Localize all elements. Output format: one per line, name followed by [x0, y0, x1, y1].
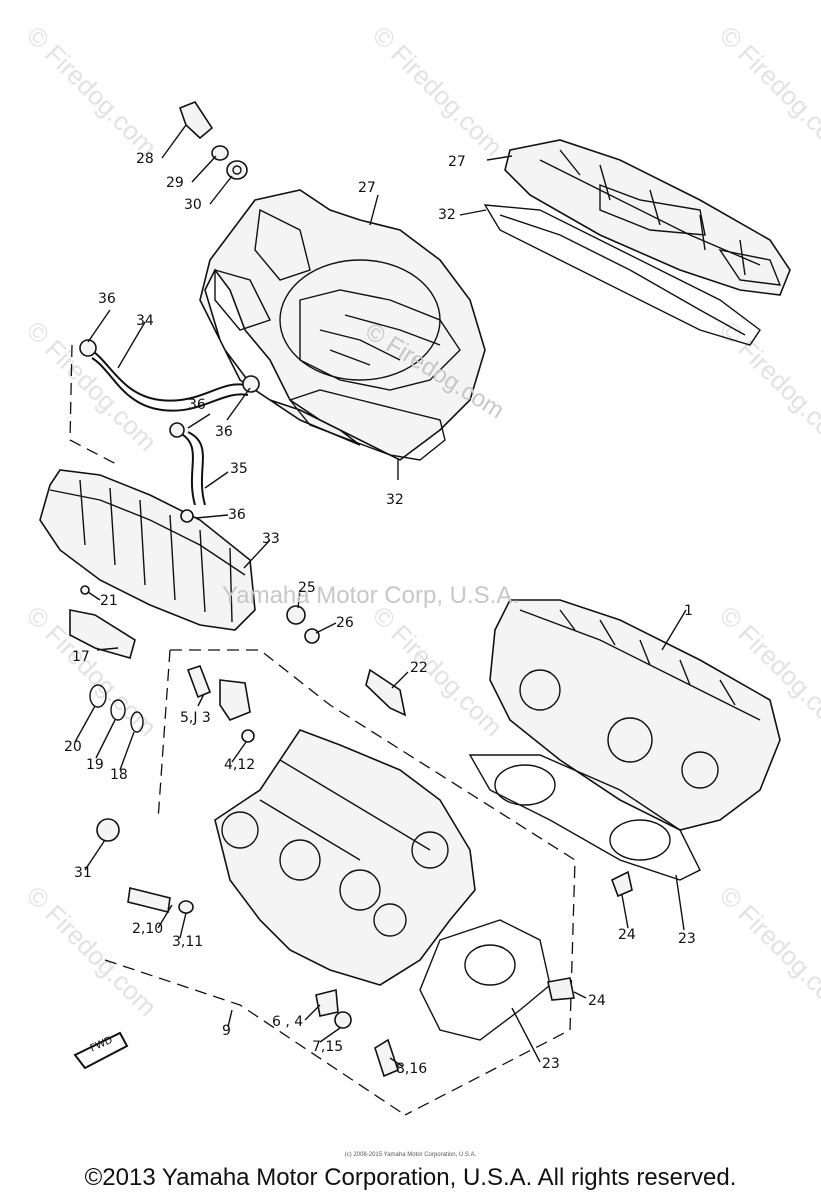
- callout-33: 33: [262, 531, 280, 547]
- callout-6-4: 6 , 4: [272, 1014, 304, 1030]
- hose-35: [177, 431, 196, 506]
- breather-box: [39, 469, 256, 631]
- gasket-center: [288, 389, 446, 461]
- callout-8-16: 8,16: [396, 1061, 428, 1077]
- head-gasket-right: [468, 754, 701, 881]
- callout-7-15: 7,15: [312, 1039, 344, 1055]
- callout-27-center: 27: [358, 180, 376, 196]
- small-parts-lower: [69, 585, 633, 1078]
- callout-19: 19: [86, 757, 104, 773]
- callout-18: 18: [110, 767, 128, 783]
- callout-24-lower: 24: [588, 993, 606, 1009]
- callout-23-right: 23: [678, 931, 696, 947]
- callout-34: 34: [136, 313, 154, 329]
- callout-3-11: 3,11: [172, 934, 204, 950]
- callout-32-center: 32: [386, 492, 404, 508]
- callout-27-right: 27: [448, 154, 466, 170]
- breather-outline: [69, 344, 119, 466]
- callout-36-a: 36: [98, 291, 116, 307]
- callout-35: 35: [230, 461, 248, 477]
- callout-31: 31: [74, 865, 92, 881]
- callout-20: 20: [64, 739, 82, 755]
- callout-26: 26: [336, 615, 354, 631]
- callout-1: 1: [684, 603, 693, 619]
- callout-17: 17: [72, 649, 90, 665]
- copyright-footer: ©2013 Yamaha Motor Corporation, U.S.A. A…: [84, 1164, 737, 1191]
- diagram-drawing: [39, 101, 791, 1116]
- hose-35-inner: [187, 431, 206, 506]
- parts-diagram: © Firedog.com © Firedog.com © Firedog.co…: [21, 20, 821, 1116]
- callout-36-c: 36: [215, 424, 233, 440]
- callout-28: 28: [136, 151, 154, 167]
- callout-4-12: 4,12: [224, 757, 256, 773]
- callout-24-upper: 24: [618, 927, 636, 943]
- valve-cover-center: [199, 189, 486, 461]
- hose-34-inner: [91, 357, 249, 412]
- callout-36-d: 36: [228, 507, 246, 523]
- callout-2-10: 2,10: [132, 921, 164, 937]
- leader-lines: [74, 124, 687, 1067]
- callout-36-b: 36: [188, 397, 206, 413]
- head-gasket-lower: [419, 919, 551, 1041]
- fwd-arrow: [73, 1031, 129, 1070]
- callout-30: 30: [184, 197, 202, 213]
- cylinder-head-right: [489, 599, 781, 831]
- callout-9: 9: [222, 1023, 231, 1039]
- callout-29: 29: [166, 175, 184, 191]
- callout-32-upper: 32: [438, 207, 456, 223]
- callout-5-j3: 5,J 3: [180, 710, 211, 726]
- callout-21: 21: [100, 593, 118, 609]
- gasket-upper-right: [483, 204, 761, 346]
- callout-25: 25: [298, 580, 316, 596]
- hose-34: [87, 347, 246, 402]
- small-copyright: (c) 2008-2015 Yamaha Motor Corporation, …: [344, 1152, 477, 1158]
- cylinder-head-center: [214, 729, 476, 986]
- callout-23-lower: 23: [542, 1056, 560, 1072]
- assembly-outline: [104, 649, 576, 1116]
- valve-cover-right: [504, 139, 791, 296]
- callout-22: 22: [410, 660, 428, 676]
- watermark-overlay: Yamaha Motor Corp, U.S.A.: [222, 582, 519, 609]
